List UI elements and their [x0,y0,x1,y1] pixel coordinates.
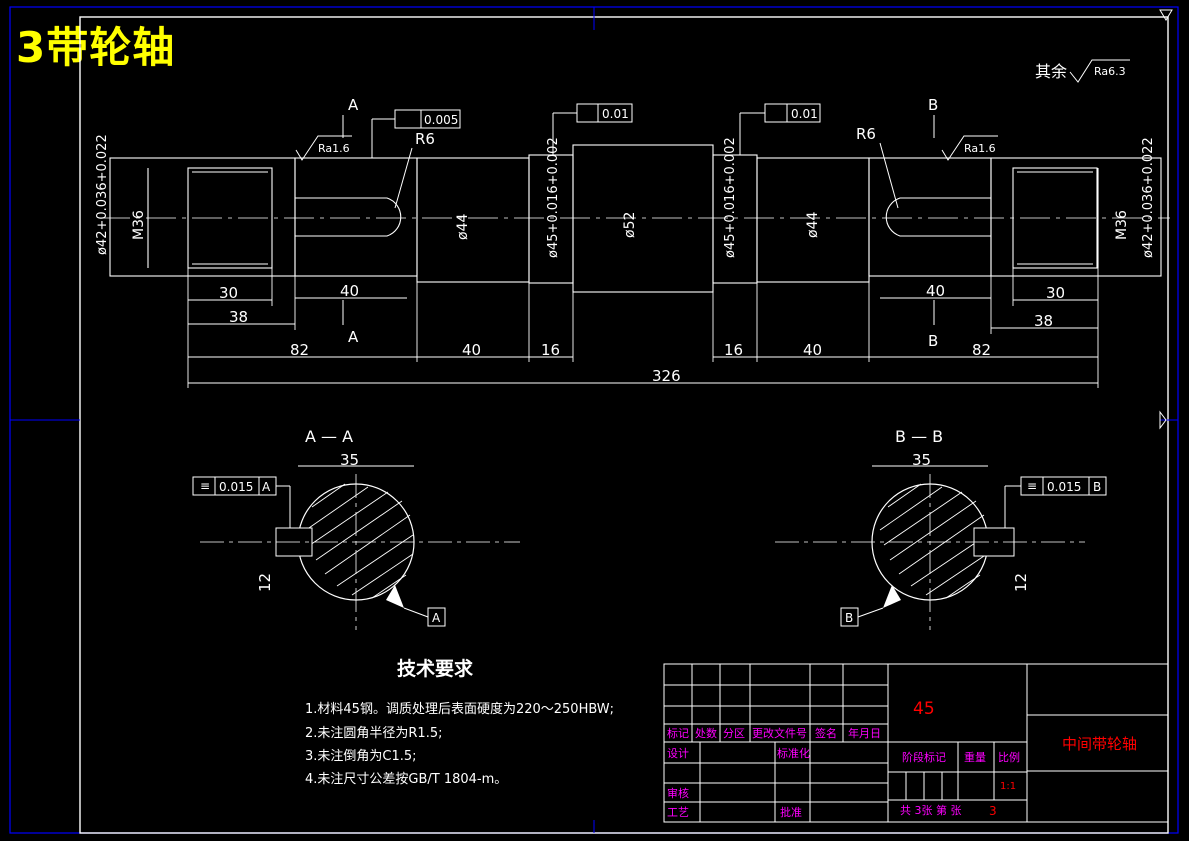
svg-text:40: 40 [803,341,822,359]
section-b-view: B — B 35 12 ≡ 0.015 B B [775,427,1107,630]
svg-text:38: 38 [1034,312,1053,330]
section-cut-marks: A A B B [342,96,938,350]
svg-text:A: A [348,96,359,114]
svg-text:共 3张 第 张: 共 3张 第 张 [900,803,962,817]
svg-text:中间带轮轴: 中间带轮轴 [1062,735,1137,753]
svg-text:标准化: 标准化 [777,746,810,760]
svg-text:B — B: B — B [895,427,943,446]
svg-text:16: 16 [541,341,560,359]
svg-text:0.01: 0.01 [791,107,818,121]
svg-text:审核: 审核 [667,786,689,800]
svg-text:M36: M36 [1114,210,1130,240]
svg-text:ø42+0.036+0.022: ø42+0.036+0.022 [95,134,110,255]
svg-text:1.材料45钢。调质处理后表面硬度为220～250HBW;: 1.材料45钢。调质处理后表面硬度为220～250HBW; [305,701,614,717]
section-a-view: A — A 35 12 ≡ 0.015 A A [192,427,520,630]
default-roughness: 其余 Ra6.3 [1035,59,1130,83]
radius-labels: R6 R6 [394,125,899,209]
svg-text:3: 3 [989,804,997,818]
svg-text:30: 30 [219,284,238,302]
svg-text:40: 40 [340,282,359,300]
svg-text:ø42+0.036+0.022: ø42+0.036+0.022 [1141,137,1156,258]
svg-text:30: 30 [1046,284,1065,302]
roughness-marks: Ra1.6 Ra1.6 [295,135,998,161]
svg-text:工艺: 工艺 [667,806,689,819]
svg-text:Ra6.3: Ra6.3 [1094,65,1126,78]
diameter-dims: ø42+0.036+0.022 M36 ø44 ø45+0.016+0.002 … [95,134,1156,258]
svg-text:B: B [1093,480,1101,494]
svg-text:A: A [262,480,271,494]
svg-text:A: A [432,611,441,625]
svg-text:重量: 重量 [964,750,986,764]
svg-text:技术要求: 技术要求 [397,657,474,680]
svg-text:40: 40 [926,282,945,300]
svg-text:B: B [928,332,938,350]
svg-text:更改文件号: 更改文件号 [752,726,807,740]
svg-text:设计: 设计 [667,747,689,760]
svg-text:处数: 处数 [695,727,717,740]
svg-text:Ra1.6: Ra1.6 [318,142,350,155]
svg-text:45: 45 [913,699,935,719]
svg-text:35: 35 [912,451,931,469]
runout-frames: 0.005 0.01 0.01 [371,103,821,158]
drawing-title: 3带轮轴 [16,23,176,72]
svg-text:ø44: ø44 [455,214,471,240]
svg-text:1:1: 1:1 [1000,781,1016,792]
svg-text:标记: 标记 [667,726,689,740]
svg-text:B: B [928,96,938,114]
title-block-text: 45 中间带轮轴 标记 处数 分区 更改文件号 签名 年月日 设计 标准化 审核… [667,699,1137,819]
svg-text:3.未注倒角为C1.5;: 3.未注倒角为C1.5; [305,749,417,764]
svg-text:批准: 批准 [780,805,802,819]
svg-text:12: 12 [1012,573,1030,592]
svg-text:2.未注圆角半径为R1.5;: 2.未注圆角半径为R1.5; [305,726,443,741]
svg-text:ø44: ø44 [805,212,821,238]
svg-text:其余: 其余 [1035,62,1067,81]
svg-text:比例: 比例 [998,750,1020,764]
svg-text:阶段标记: 阶段标记 [902,750,946,764]
svg-text:分区: 分区 [723,727,745,740]
svg-text:A — A: A — A [305,427,353,446]
svg-text:Ra1.6: Ra1.6 [964,142,996,155]
drawing-frame [9,6,1179,834]
svg-text:82: 82 [972,341,991,359]
svg-text:4.未注尺寸公差按GB/T 1804-m。: 4.未注尺寸公差按GB/T 1804-m。 [305,772,507,787]
svg-text:R6: R6 [415,130,435,148]
svg-text:16: 16 [724,341,743,359]
svg-text:年月日: 年月日 [848,726,881,740]
svg-text:ø52: ø52 [622,212,638,238]
svg-text:0.005: 0.005 [424,113,458,127]
tech-requirements: 技术要求 1.材料45钢。调质处理后表面硬度为220～250HBW; 2.未注圆… [305,657,614,787]
svg-text:B: B [845,611,853,625]
svg-text:ø45+0.016+0.002: ø45+0.016+0.002 [723,137,738,258]
svg-text:≡: ≡ [1027,479,1037,493]
svg-text:0.015: 0.015 [1047,480,1081,494]
svg-text:签名: 签名 [815,726,837,740]
svg-text:326: 326 [652,367,681,385]
svg-text:0.015: 0.015 [219,480,253,494]
svg-text:82: 82 [290,341,309,359]
length-dims: 30 38 40 82 40 16 16 40 82 40 30 38 326 [187,268,1099,388]
svg-text:38: 38 [229,308,248,326]
svg-text:40: 40 [462,341,481,359]
svg-text:ø45+0.016+0.002: ø45+0.016+0.002 [546,137,561,258]
title-block [663,663,1169,823]
svg-text:≡: ≡ [200,479,210,493]
svg-text:12: 12 [256,573,274,592]
svg-text:R6: R6 [856,125,876,143]
svg-text:A: A [348,328,359,346]
svg-text:0.01: 0.01 [602,107,629,121]
svg-text:35: 35 [340,451,359,469]
svg-text:M36: M36 [131,210,147,240]
